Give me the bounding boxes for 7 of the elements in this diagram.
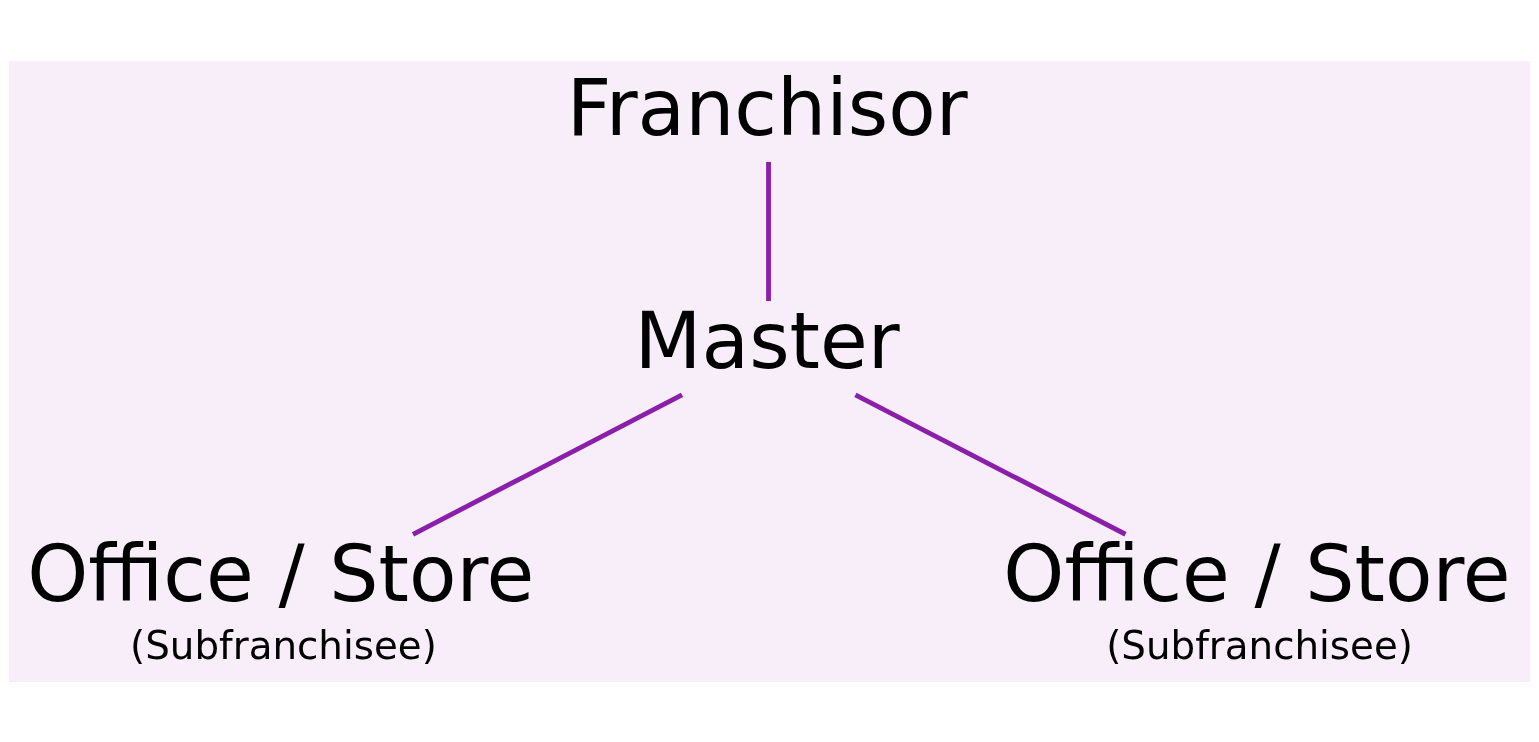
connector — [411, 392, 684, 536]
node-text: Office / Store (Subfranchisee) — [1003, 527, 1511, 668]
node-text: Office / Store (Subfranchisee) — [27, 527, 535, 668]
connector — [854, 392, 1127, 536]
node-text: Master — [634, 295, 900, 386]
node-text: Franchisor — [566, 62, 968, 153]
connector — [766, 161, 771, 301]
